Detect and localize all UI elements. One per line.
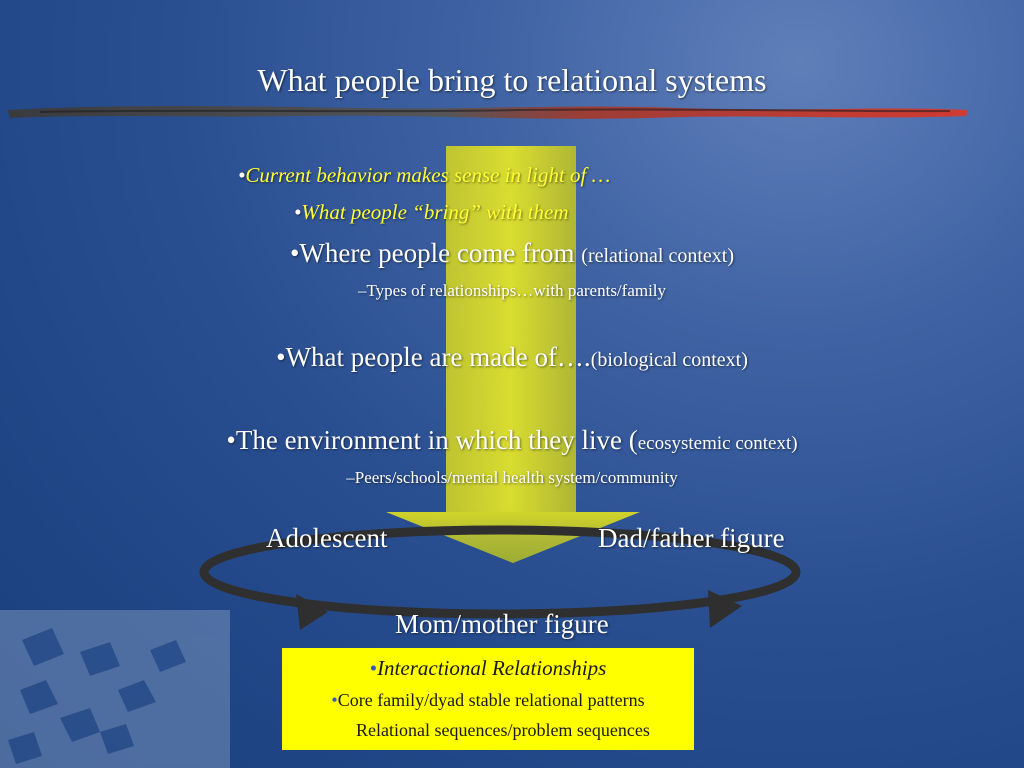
bullet-context-text: (relational context) xyxy=(581,245,735,267)
bullet-context-text: ecosystemic context) xyxy=(637,433,798,454)
box-core-family: •Core family/dyad stable relational patt… xyxy=(282,690,694,711)
box-relational-sequences: Relational sequences/problem sequences xyxy=(356,720,650,740)
relationship-cycle-ring xyxy=(199,525,801,630)
bullet-mark: • xyxy=(294,200,302,224)
bullet-mark: • xyxy=(238,163,246,187)
sub-bullet-relationship-types: –Types of relationships…with parents/fam… xyxy=(357,281,667,300)
bullet-main-text: •What people are made of…. xyxy=(276,342,591,372)
label-adolescent: Adolescent xyxy=(266,523,388,553)
bullet-text: Current behavior makes sense in light of… xyxy=(245,163,611,187)
bullet-what-people-are-made-of: •What people are made of….(biological co… xyxy=(0,342,1024,373)
bullet-environment: •The environment in which they live (eco… xyxy=(0,425,1024,456)
box-core-family-text: Core family/dyad stable relational patte… xyxy=(337,690,645,710)
page-title: What people bring to relational systems xyxy=(257,62,767,98)
bullet-where-people-come-from: •Where people come from (relational cont… xyxy=(0,238,1024,269)
bullet-main-text: •The environment in which they live ( xyxy=(226,425,638,455)
interactional-relationships-box: •Interactional Relationships •Core famil… xyxy=(282,648,694,750)
paper-texture-decoration xyxy=(0,610,230,768)
box-heading: •Interactional Relationships xyxy=(282,656,694,681)
bullet-text: What people “bring” with them xyxy=(301,200,569,224)
bullet-current-behavior: •Current behavior makes sense in light o… xyxy=(238,163,738,188)
bullet-mark: • xyxy=(369,656,378,680)
bullet-mark: • xyxy=(331,690,338,710)
label-dad-father-figure: Dad/father figure xyxy=(598,523,785,553)
label-mom-mother-figure: Mom/mother figure xyxy=(395,609,609,639)
sub-bullet-peers-schools: –Peers/schools/mental health system/comm… xyxy=(346,468,678,487)
bullet-main-text: •Where people come from xyxy=(289,238,582,268)
down-arrow-shape xyxy=(386,146,640,563)
box-heading-text: Interactional Relationships xyxy=(377,656,607,680)
bullet-what-people-bring: •What people “bring” with them xyxy=(294,200,694,225)
bullet-context-text: (biological context) xyxy=(590,349,748,371)
title-underline-brush xyxy=(8,106,968,119)
